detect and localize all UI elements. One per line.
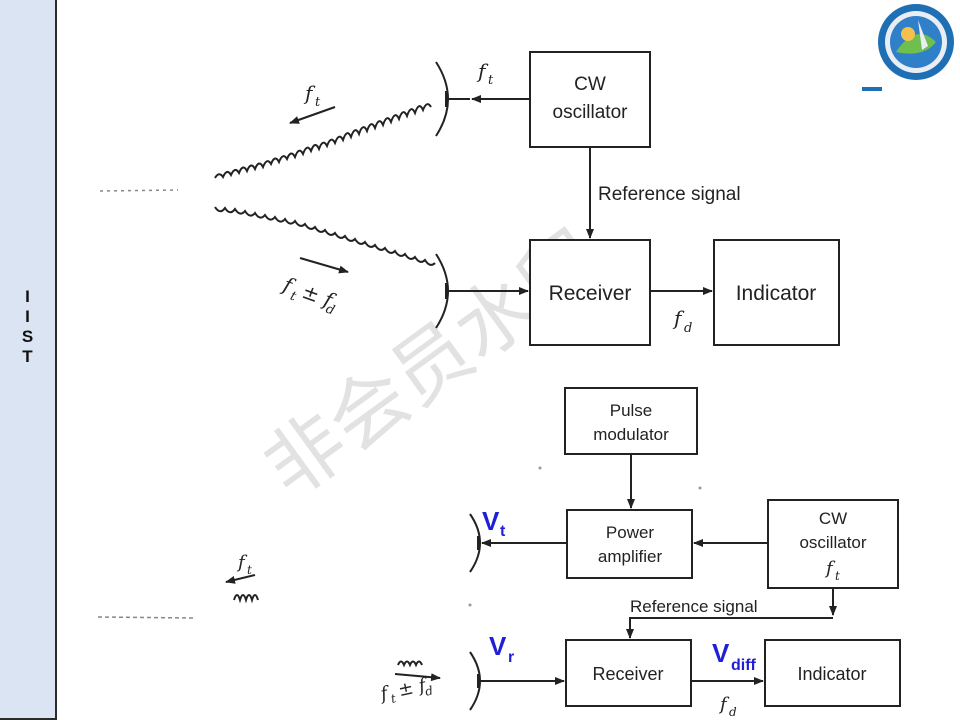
- pulse-target-marker: [97, 616, 196, 619]
- vt-label: V: [482, 506, 500, 536]
- pulse-transmit-freq-sub: t: [247, 563, 252, 577]
- receiver-block: [529, 239, 651, 346]
- pulse-indicator-block: [764, 639, 901, 707]
- sidebar-letter: T: [22, 347, 33, 366]
- sidebar-letter: S: [21, 327, 34, 346]
- sidebar-letter: I: [25, 307, 30, 326]
- sidebar-letter: I: [25, 287, 30, 306]
- pulse-echo-arrow: [394, 673, 441, 682]
- sidebar-iist-text: I I S T: [0, 287, 55, 367]
- pulse-indicator-label: Indicator: [797, 664, 866, 684]
- pulse-transmit-arrow: [225, 574, 256, 584]
- doppler-freq-sub: d: [684, 321, 692, 336]
- left-sidebar: I I S T: [0, 0, 57, 720]
- cw-oscillator-label-2: oscillator: [553, 102, 629, 123]
- pulse-tx-antenna-dish: [469, 513, 481, 573]
- pulse-receiver-block: [565, 639, 692, 707]
- pulse-modulator-label-1: Pulse: [610, 401, 653, 420]
- reference-signal-label: Reference signal: [598, 184, 741, 205]
- echo-freq-sub: t: [288, 289, 299, 305]
- power-amplifier-block: [566, 509, 693, 579]
- pulse-cw-oscillator-block: [767, 499, 899, 589]
- cw-oscillator-block: [529, 51, 651, 148]
- power-amplifier-label-2: amplifier: [598, 547, 663, 566]
- indicator-label: Indicator: [736, 282, 817, 305]
- pulse-doppler-diagram: Pulse modulator Power amplifier CW oscil…: [97, 387, 901, 719]
- echo-direction-arrow: [299, 257, 349, 274]
- transmit-direction-arrow: [289, 106, 336, 124]
- echo-wave: [214, 206, 436, 266]
- pulse-cw-oscillator-label-2: oscillator: [799, 533, 866, 552]
- pulse-doppler-freq-sub: d: [729, 705, 737, 719]
- pulse-osc-freq-sub: t: [835, 569, 840, 583]
- transmitted-wave: [214, 103, 432, 180]
- pulse-reference-line: [626, 617, 833, 639]
- cw-oscillator-label-1: CW: [574, 74, 606, 95]
- vr-sub: r: [508, 649, 514, 666]
- pulse-echo-wave: [397, 660, 423, 668]
- transmit-freq-sub: t: [315, 95, 321, 110]
- pulse-echo-doppler-sub: d: [424, 683, 435, 698]
- pulse-modulator-label-2: modulator: [593, 425, 669, 444]
- cw-radar-diagram: CW oscillator Receiver Indicator f t Ref…: [99, 51, 840, 346]
- pulse-receiver-label: Receiver: [592, 664, 663, 684]
- receiver-label: Receiver: [549, 282, 632, 305]
- iist-logo-icon: [862, 4, 954, 91]
- vt-sub: t: [500, 523, 506, 540]
- vr-label: V: [489, 631, 507, 661]
- pulse-modulator-block: [564, 387, 698, 455]
- power-amplifier-label-1: Power: [606, 523, 655, 542]
- target-marker: [99, 189, 179, 192]
- tx-freq-sub: t: [488, 73, 494, 88]
- vdiff-label: V: [712, 638, 730, 668]
- pulse-transmit-wave: [233, 594, 259, 604]
- pulse-echo-freq-sub: t: [390, 691, 398, 706]
- pulse-cw-oscillator-label-1: CW: [819, 509, 847, 528]
- vdiff-sub: diff: [731, 657, 757, 674]
- pulse-reference-label: Reference signal: [630, 597, 758, 616]
- indicator-block: [713, 239, 840, 346]
